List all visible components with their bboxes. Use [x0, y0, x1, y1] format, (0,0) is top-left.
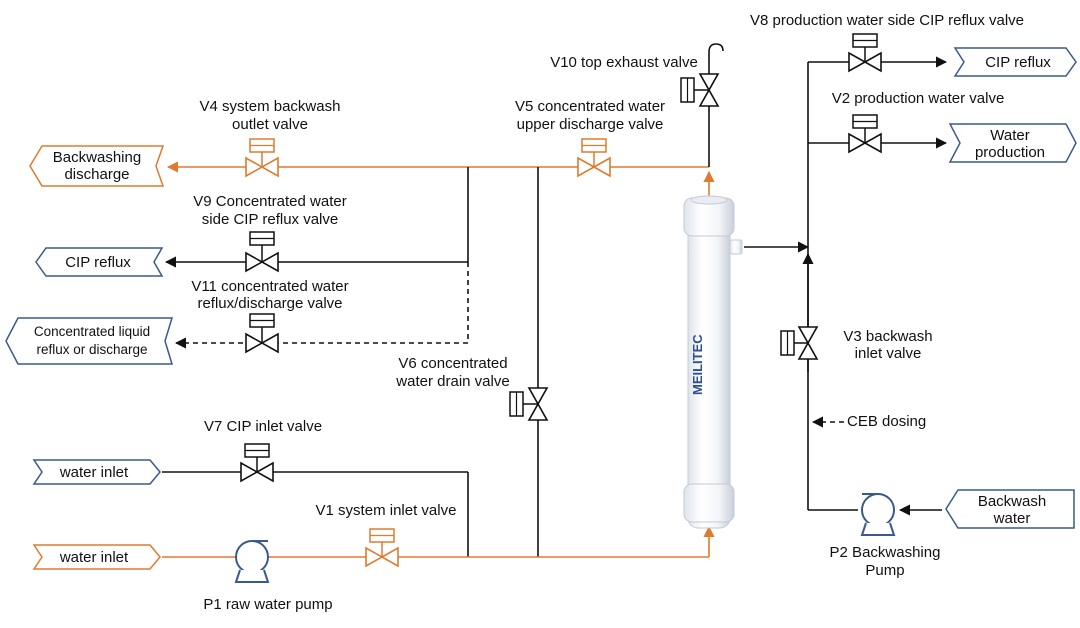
tag-backwash-water: Backwash water [945, 489, 1075, 529]
tag-concentrated-line2: reflux or discharge [36, 342, 147, 357]
tag-water-inlet-raw-label: water inlet [59, 549, 129, 566]
label-v6-line2: water drain valve [395, 373, 509, 390]
membrane-logo: MEILITEC [690, 334, 705, 395]
label-v4-line1: V4 system backwash [200, 98, 341, 115]
tag-water-inlet-cip-label: water inlet [59, 464, 129, 481]
tag-cip-reflux-left: CIP reflux [35, 247, 164, 277]
tag-water-production-line2: production [975, 144, 1045, 161]
label-v9-line1: V9 Concentrated water [193, 193, 346, 210]
valve-v6[interactable] [509, 387, 549, 421]
valve-v5[interactable] [577, 138, 611, 178]
valve-v2[interactable] [848, 114, 882, 154]
tag-water-production: Water production [948, 123, 1077, 163]
label-v11-line2: reflux/discharge valve [197, 295, 342, 312]
valve-v10[interactable] [680, 73, 720, 107]
tag-cip-reflux-left-label: CIP reflux [65, 254, 131, 271]
tag-backwashing-discharge: Backwashing discharge [29, 145, 165, 187]
tag-water-inlet-raw: water inlet [32, 544, 161, 570]
tag-backwash-water-line1: Backwash [978, 493, 1046, 510]
tag-backwashing-discharge-line1: Backwashing [53, 149, 141, 166]
tag-concentrated-liquid: Concentrated liquid reflux or discharge [5, 317, 174, 365]
label-p2-line2: Pump [865, 562, 904, 579]
label-v4-line2: outlet valve [232, 116, 308, 133]
valve-v11[interactable] [245, 313, 279, 354]
tag-backwash-water-line2: water [993, 510, 1031, 527]
tag-backwashing-discharge-line2: discharge [64, 166, 129, 183]
tag-water-inlet-cip: water inlet [32, 459, 161, 485]
label-p1: P1 raw water pump [203, 596, 332, 613]
labels: V10 top exhaust valve V8 production wate… [191, 12, 1024, 613]
valve-v9[interactable] [245, 231, 279, 273]
valve-v3[interactable] [780, 326, 819, 360]
label-v3-line2: inlet valve [855, 345, 922, 362]
pump-p2-icon[interactable] [860, 493, 896, 536]
label-v8: V8 production water side CIP reflux valv… [750, 12, 1024, 29]
uf-membrane-module: MEILITEC [683, 195, 743, 529]
label-v5-line1: V5 concentrated water [515, 98, 665, 115]
valve-v4[interactable] [245, 138, 279, 178]
pump-p1-icon[interactable] [234, 540, 270, 583]
tag-cip-reflux-right-label: CIP reflux [985, 54, 1051, 71]
label-p2-line1: P2 Backwashing [830, 544, 941, 561]
label-v11-line1: V11 concentrated water [191, 278, 348, 295]
label-v2: V2 production water valve [832, 90, 1005, 107]
label-v5-line2: upper discharge valve [517, 116, 664, 133]
label-v9-line2: side CIP reflux valve [202, 211, 338, 228]
valve-v8[interactable] [848, 33, 882, 73]
label-v6-line1: V6 concentrated [398, 355, 507, 372]
valve-v7[interactable] [240, 443, 274, 483]
label-v10: V10 top exhaust valve [550, 54, 698, 71]
label-v7: V7 CIP inlet valve [204, 418, 322, 435]
tag-cip-reflux-right: CIP reflux [953, 47, 1077, 77]
label-ceb-dosing: CEB dosing [847, 413, 926, 430]
valve-v1[interactable] [365, 528, 399, 568]
tag-water-production-line1: Water [990, 127, 1029, 144]
exhaust-hook [708, 43, 724, 60]
tag-concentrated-line1: Concentrated liquid [34, 324, 150, 339]
label-v1: V1 system inlet valve [316, 502, 457, 519]
label-v3-line1: V3 backwash [843, 328, 932, 345]
